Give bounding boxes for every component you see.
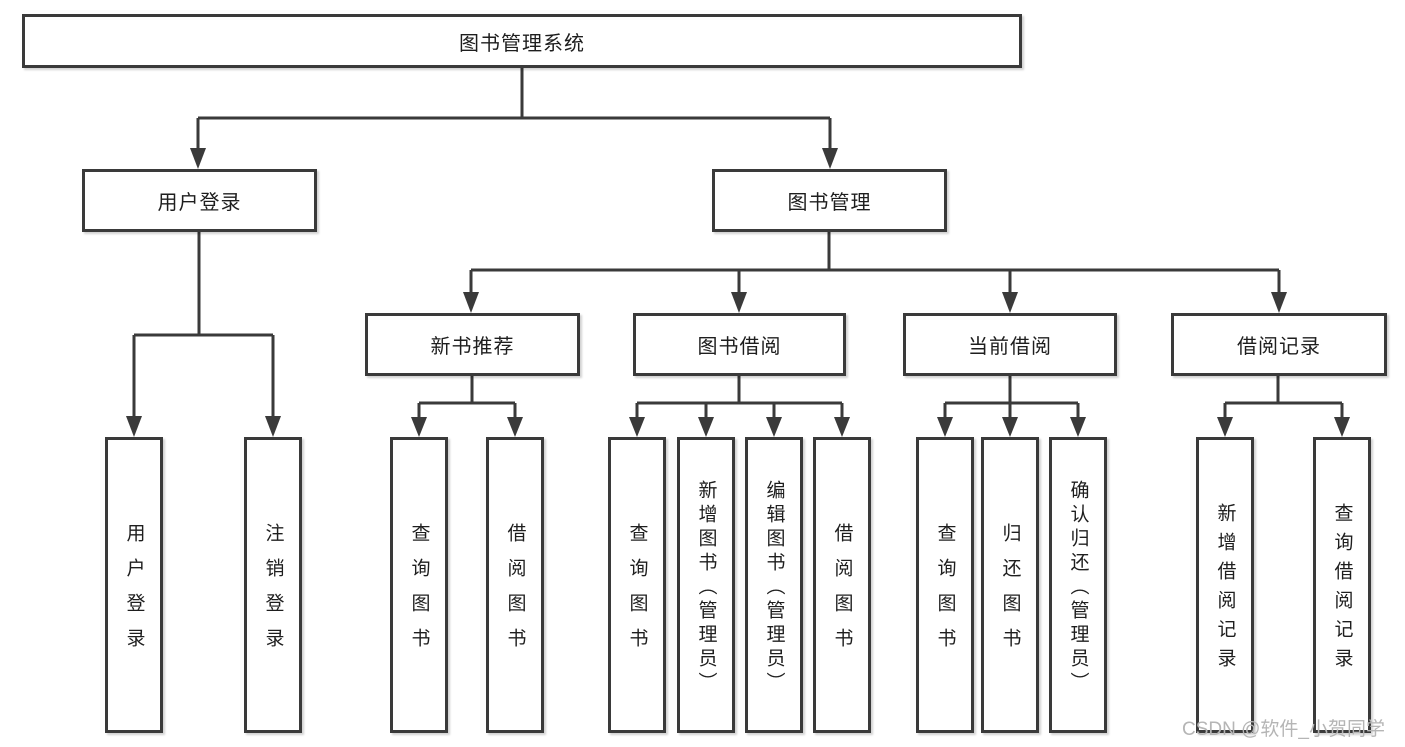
leaf-label: 查询图书 bbox=[626, 523, 648, 663]
leaf-borrow-books: 借阅图书 bbox=[813, 437, 871, 733]
node-label: 图书管理系统 bbox=[459, 32, 585, 55]
arrow-down-icon bbox=[463, 292, 479, 313]
arrow-down-icon bbox=[1002, 417, 1018, 437]
arrow-down-icon bbox=[834, 417, 850, 437]
arrow-down-icon bbox=[822, 148, 838, 169]
arrow-down-icon bbox=[507, 417, 523, 437]
arrow-down-icon bbox=[411, 417, 427, 437]
arrow-down-icon bbox=[1271, 292, 1287, 313]
node-borrow-records: 借阅记录 bbox=[1171, 313, 1387, 376]
arrow-down-icon bbox=[126, 416, 142, 437]
arrow-down-icon bbox=[265, 416, 281, 437]
leaf-label: 借阅图书 bbox=[831, 523, 853, 663]
node-new-book-recommend: 新书推荐 bbox=[365, 313, 580, 376]
arrow-down-icon bbox=[190, 148, 206, 169]
leaf-add-borrow-record: 新增借阅记录 bbox=[1196, 437, 1254, 733]
leaf-confirm-return-admin: 确认归还（管理员） bbox=[1049, 437, 1107, 733]
leaf-logout: 注销登录 bbox=[244, 437, 302, 733]
arrow-down-icon bbox=[1334, 417, 1350, 437]
node-book-borrow: 图书借阅 bbox=[633, 313, 846, 376]
leaf-query-books-borrow: 查询图书 bbox=[608, 437, 666, 733]
leaf-return-books: 归还图书 bbox=[981, 437, 1039, 733]
arrow-down-icon bbox=[1070, 417, 1086, 437]
node-book-management: 图书管理 bbox=[712, 169, 947, 232]
node-label: 当前借阅 bbox=[968, 336, 1052, 358]
leaf-borrow-books-recommend: 借阅图书 bbox=[486, 437, 544, 733]
leaf-query-books-recommend: 查询图书 bbox=[390, 437, 448, 733]
node-label: 图书借阅 bbox=[697, 336, 782, 358]
node-label: 借阅记录 bbox=[1237, 336, 1321, 358]
leaf-query-borrow-record: 查询借阅记录 bbox=[1313, 437, 1371, 733]
node-label: 新书推荐 bbox=[430, 336, 515, 358]
leaf-label: 用户登录 bbox=[123, 523, 145, 663]
node-label: 图书管理 bbox=[787, 192, 872, 214]
leaf-edit-book-admin: 编辑图书（管理员） bbox=[745, 437, 803, 733]
csdn-watermark: CSDN @软件_小贺同学 bbox=[1182, 719, 1385, 740]
arrow-down-icon bbox=[766, 417, 782, 437]
leaf-label: 借阅图书 bbox=[504, 523, 526, 663]
leaf-label: 注销登录 bbox=[262, 523, 284, 663]
leaf-add-book-admin: 新增图书（管理员） bbox=[677, 437, 735, 733]
arrow-down-icon bbox=[731, 292, 747, 313]
node-user-login: 用户登录 bbox=[82, 169, 317, 232]
leaf-label: 查询图书 bbox=[934, 523, 956, 663]
node-root-library-system: 图书管理系统 bbox=[22, 14, 1022, 68]
node-current-borrow: 当前借阅 bbox=[903, 313, 1117, 376]
leaf-user-login: 用户登录 bbox=[105, 437, 163, 733]
leaf-label: 查询借阅记录 bbox=[1331, 503, 1353, 677]
arrow-down-icon bbox=[1217, 417, 1233, 437]
leaf-label: 新增图书（管理员） bbox=[695, 479, 717, 696]
leaf-label: 归还图书 bbox=[999, 523, 1021, 663]
leaf-query-books-current: 查询图书 bbox=[916, 437, 974, 733]
arrow-down-icon bbox=[629, 417, 645, 437]
leaf-label: 确认归还（管理员） bbox=[1067, 479, 1089, 696]
arrow-down-icon bbox=[698, 417, 714, 437]
arrow-down-icon bbox=[1002, 292, 1018, 313]
leaf-label: 新增借阅记录 bbox=[1214, 503, 1236, 677]
leaf-label: 编辑图书（管理员） bbox=[763, 479, 785, 696]
arrow-down-icon bbox=[937, 417, 953, 437]
node-label: 用户登录 bbox=[157, 192, 242, 214]
leaf-label: 查询图书 bbox=[408, 523, 430, 663]
